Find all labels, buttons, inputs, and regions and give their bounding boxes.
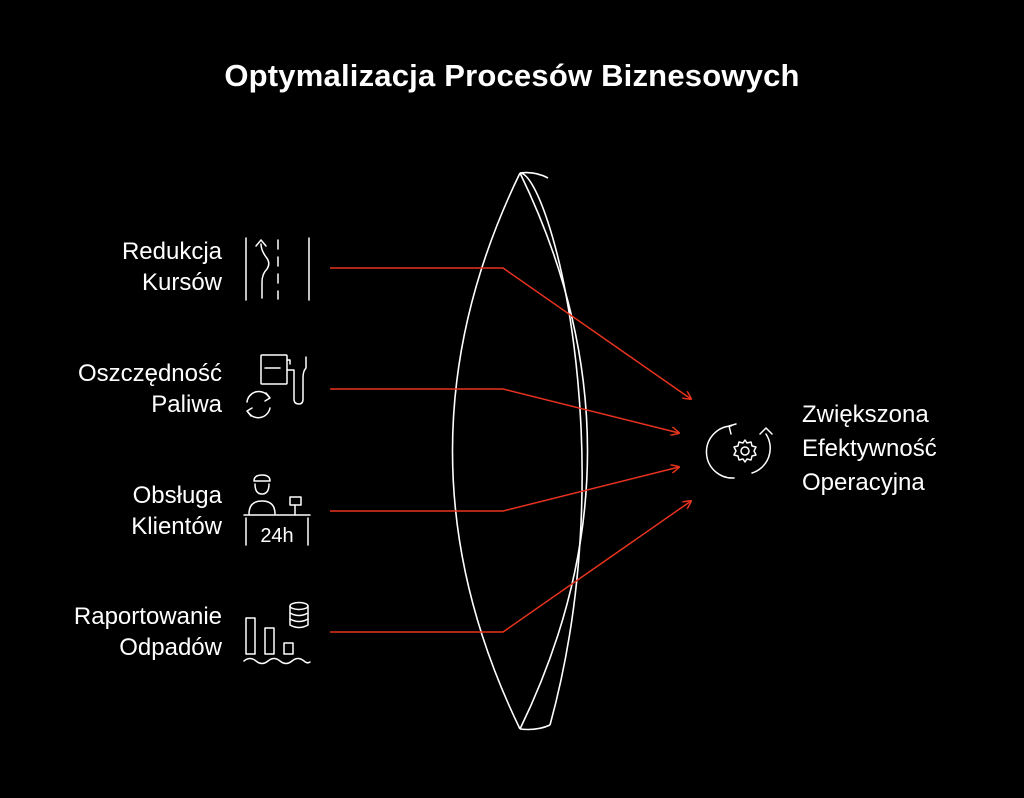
arrow-raportowanie <box>330 501 691 633</box>
lens <box>451 171 589 731</box>
input-label-line1: Redukcja <box>121 238 222 265</box>
customer-service-24h-icon: 24h <box>243 474 311 547</box>
input-label-redukcja: Redukcja Kursów <box>2 236 222 298</box>
lens-back-edge <box>519 172 583 726</box>
arrow-oszczednosc <box>330 388 679 433</box>
input-label-line2: Odpadów <box>119 634 222 661</box>
input-label-line2: Paliwa <box>151 391 222 418</box>
hours-label: 24h <box>260 525 293 547</box>
input-label-raportowanie: Raportowanie Odpadów <box>2 601 222 663</box>
input-label-line2: Kursów <box>141 269 222 296</box>
lens-back-cap-bottom <box>519 724 551 731</box>
output-label-line1: Zwiększona <box>802 401 929 428</box>
arrow-obsluga <box>330 467 679 512</box>
route-road-icon <box>245 237 310 301</box>
lens-front-face <box>451 172 521 730</box>
input-label-line2: Klientów <box>131 513 222 540</box>
gear-cycle-icon <box>705 423 773 479</box>
input-label-line1: Raportowanie <box>73 603 222 630</box>
output-label-line3: Operacyjna <box>802 469 925 496</box>
input-label-obsluga: Obsługa Klientów <box>2 480 222 542</box>
input-label-line1: Oszczędność <box>77 360 222 387</box>
lens-middle-edge <box>519 172 589 730</box>
fuel-pump-icon <box>246 354 307 419</box>
arrow-redukcja <box>330 267 691 399</box>
output-label-line2: Efektywność <box>802 435 937 462</box>
input-label-line1: Obsługa <box>132 482 222 509</box>
arrows <box>330 267 691 633</box>
lens-back-cap <box>519 171 549 179</box>
waste-report-icon <box>243 601 311 665</box>
output-label: Zwiększona Efektywność Operacyjna <box>802 398 937 500</box>
input-label-oszczednosc: Oszczędność Paliwa <box>2 358 222 420</box>
diagram-title: Optymalizacja Procesów Biznesowych <box>224 58 800 93</box>
